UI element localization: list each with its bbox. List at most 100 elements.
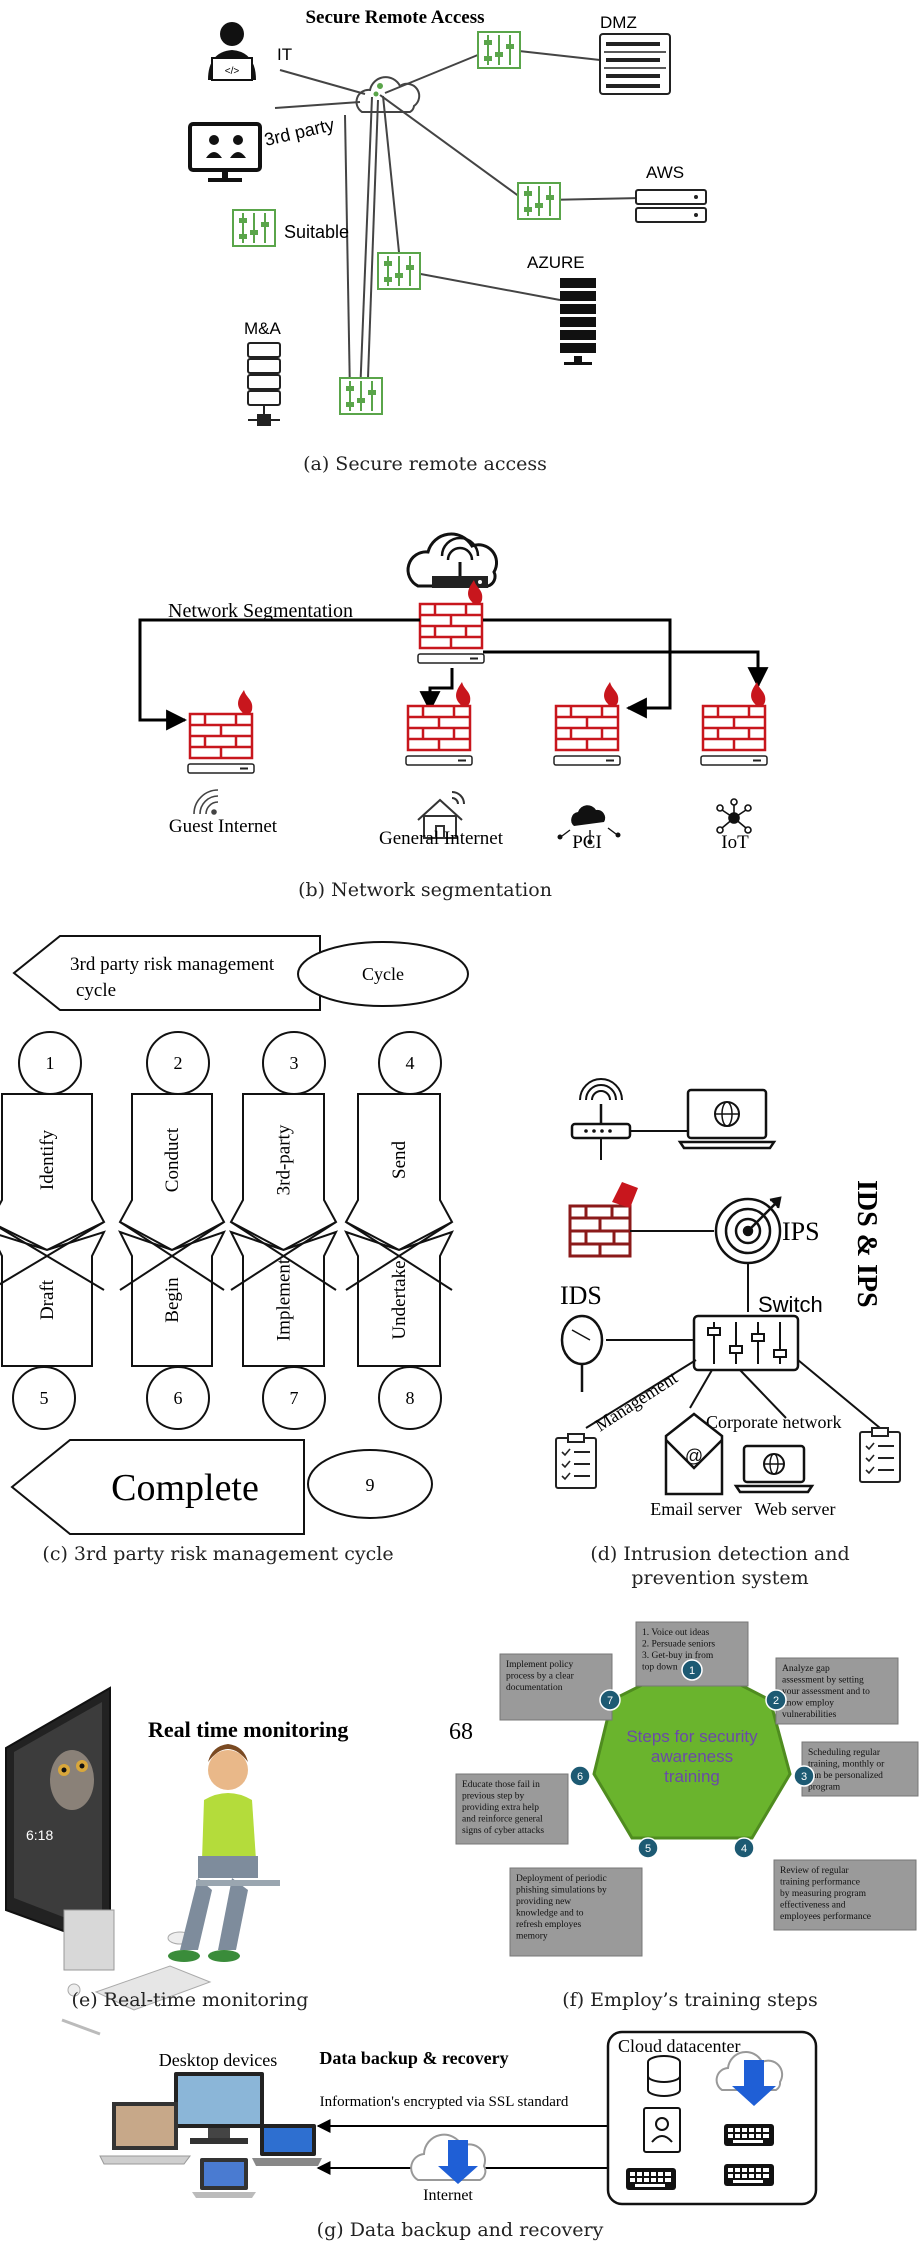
desktop-label: Desktop devices	[159, 2050, 277, 2070]
top-step-number: 2	[174, 1053, 183, 1073]
training-step-text: and reinforce general	[462, 1814, 543, 1825]
training-step-text: knowledge and to	[516, 1909, 584, 1919]
caption-c: (c) 3rd party risk management cycle	[42, 1543, 393, 1565]
training-step-text: documentation	[506, 1683, 563, 1693]
cross-line	[119, 1221, 225, 1291]
training-step-text: Deployment of periodic	[516, 1873, 607, 1884]
training-step-text: your assessment and to	[782, 1687, 870, 1697]
wifi-icon	[193, 789, 219, 815]
bottom-step-number: 7	[290, 1388, 299, 1408]
third-party-label: 3rd party	[262, 114, 336, 149]
center-line3: training	[664, 1767, 720, 1786]
training-step-number: 4	[741, 1843, 747, 1855]
web-label: Web server	[754, 1499, 835, 1519]
training-step-box	[509, 1867, 643, 1957]
training-step-box	[455, 1773, 569, 1845]
azure-label: AZURE	[527, 253, 585, 272]
bottom-step-label: Begin	[162, 1277, 183, 1323]
zone-general: General Internet	[379, 828, 504, 849]
seg-label: Network Segmentation	[168, 600, 353, 622]
green-switch-dmz-icon	[477, 31, 521, 69]
training-step-text: Educate those fail in	[462, 1779, 540, 1790]
training-step-text: training performance	[780, 1877, 860, 1888]
bottom-banner-shape	[118, 1230, 226, 1367]
training-step-box	[499, 1653, 613, 1721]
training-step-circle	[681, 1659, 703, 1681]
bottom-step-label: Implement	[274, 1258, 295, 1341]
caption-b: (b) Network segmentation	[298, 879, 552, 901]
home-icon	[417, 791, 465, 839]
cloud-router-icon	[406, 532, 499, 588]
bottom-banner-shape	[344, 1230, 454, 1367]
center-line1: Steps for security	[626, 1727, 758, 1746]
person-avatar	[168, 1744, 280, 1962]
caption-d-line2: prevention system	[631, 1567, 808, 1589]
training-step-number: 3	[801, 1771, 807, 1783]
ids-ips-title: IDS & IPS	[851, 1180, 882, 1308]
panel-g-backup-recovery: Desktop devices Data backup & recovery I…	[99, 2030, 818, 2241]
bottom-banner-shape	[0, 1230, 106, 1367]
azure-server-icon	[560, 278, 596, 365]
training-step-text: vulnerabilities	[782, 1710, 837, 1720]
cycle-ellipse	[297, 941, 469, 1007]
header-line1: 3rd party risk management	[70, 954, 275, 975]
aws-server-icon	[635, 189, 707, 223]
panel-g-title: Data backup & recovery	[319, 2048, 508, 2068]
it-label: IT	[277, 45, 292, 64]
panel-d-ids-ips: IDS & IPS IPS	[555, 1078, 901, 1589]
management-label: Management	[591, 1367, 681, 1435]
cloud-network-icon	[557, 805, 621, 845]
panel-b-arrows	[138, 618, 769, 731]
svg-text:@: @	[685, 1446, 703, 1466]
ips-label: IPS	[782, 1217, 820, 1246]
bottom-step-label: Draft	[37, 1279, 58, 1320]
laptop-globe-icon	[677, 1088, 777, 1150]
zone-iot: IoT	[721, 832, 749, 853]
cycle-label: Cycle	[362, 964, 404, 984]
target-ips-icon	[714, 1196, 782, 1265]
bottom-step-number: 6	[174, 1388, 183, 1408]
third-party-monitor-icon	[188, 122, 262, 182]
panel-d-links	[585, 1359, 881, 1429]
zone-pci: PCI	[572, 832, 602, 853]
top-step-label: 3rd-party	[274, 1124, 295, 1195]
training-step-box	[775, 1657, 899, 1725]
email-server-icon: @	[664, 1412, 724, 1496]
cross-line	[0, 1221, 105, 1286]
training-step-text: top down	[642, 1663, 678, 1673]
panel-b-network-segmentation: Network Segmentation	[138, 532, 769, 901]
guest-firewall-icon	[186, 688, 256, 775]
top-step-number: 1	[46, 1053, 55, 1073]
switch-icon	[692, 1314, 800, 1372]
green-switch-suitable-icon	[232, 209, 276, 247]
router-icon	[570, 1078, 632, 1140]
training-step-circle	[599, 1689, 621, 1711]
training-step-number: 1	[689, 1665, 695, 1677]
training-step-box	[801, 1741, 919, 1797]
ma-server-icon	[247, 342, 281, 426]
complete-num: 9	[366, 1475, 375, 1495]
training-step-number: 2	[773, 1695, 779, 1707]
cross-line	[230, 1221, 337, 1291]
caption-e: (e) Real-time monitoring	[72, 1989, 309, 2011]
training-step-text: memory	[516, 1932, 548, 1942]
bottom-banner-shape	[229, 1230, 338, 1367]
training-step-text: previous step by	[462, 1792, 525, 1802]
ids-label: IDS	[560, 1281, 602, 1310]
caption-f: (f) Employ’s training steps	[562, 1989, 817, 2011]
top-step-number: 3	[290, 1053, 299, 1073]
bottom-step-label: Undertake	[389, 1260, 410, 1339]
training-step-text: 1. Voice out ideas	[642, 1628, 709, 1638]
pci-firewall-icon	[552, 680, 622, 767]
training-step-text: effectiveness and	[780, 1900, 846, 1911]
keyboard-icon-1	[724, 2124, 774, 2146]
corporate-clipboard-icon	[859, 1427, 901, 1483]
training-step-text: know employ	[782, 1699, 834, 1709]
top-banner-shape	[118, 1093, 226, 1252]
training-step-circle	[569, 1765, 591, 1787]
top-step-label: Conduct	[162, 1127, 183, 1192]
training-step-number: 6	[577, 1771, 583, 1783]
training-step-text: Analyze gap	[782, 1664, 830, 1674]
cross-line	[345, 1221, 453, 1291]
